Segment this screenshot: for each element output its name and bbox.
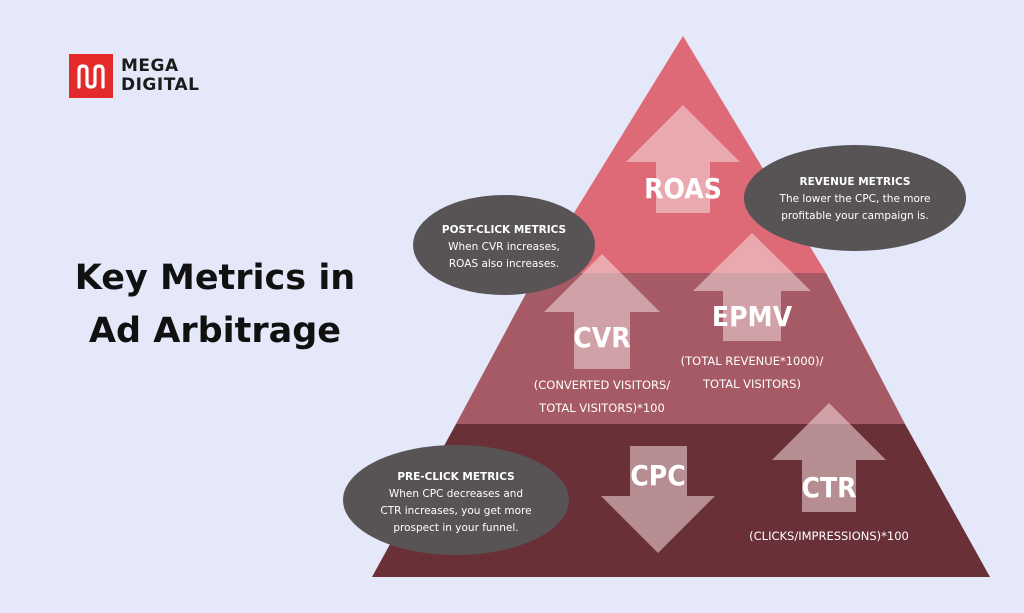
brand-name-line1: MEGA: [121, 56, 179, 76]
cvr-up-arrow: CVR: [544, 254, 660, 369]
cpc-label: CPC: [630, 459, 685, 492]
revenue-bubble-line1: The lower the CPC, the more: [779, 193, 931, 205]
roas-up-arrow: ROAS: [626, 105, 740, 213]
ctr-label: CTR: [801, 471, 856, 504]
pre-click-bubble-title: PRE-CLICK METRICS: [397, 471, 514, 483]
roas-label: ROAS: [644, 172, 722, 205]
pre-click-metrics-bubble: PRE-CLICK METRICS When CPC decreases and…: [343, 445, 569, 555]
ctr-up-arrow: CTR: [772, 403, 886, 512]
pyramid-middle-tier: [456, 273, 905, 424]
epmv-label: EPMV: [712, 300, 793, 333]
epmv-formula-line2: TOTAL VISITORS): [702, 377, 801, 391]
brand-name-line2: DIGITAL: [121, 75, 200, 95]
pre-click-bubble-line1: When CPC decreases and: [389, 488, 523, 500]
post-click-bubble-title: POST-CLICK METRICS: [442, 224, 566, 236]
title-line1: Key Metrics in: [74, 258, 356, 298]
revenue-bubble-title: REVENUE METRICS: [800, 176, 911, 188]
page-title: Key Metrics in Ad Arbitrage: [40, 252, 390, 358]
post-click-bubble-line2: ROAS also increases.: [449, 258, 559, 270]
ctr-formula: (CLICKS/IMPRESSIONS)*100: [749, 529, 909, 543]
title-line2: Ad Arbitrage: [88, 311, 342, 351]
brand-logo: MEGA DIGITAL: [69, 54, 199, 98]
pre-click-bubble-line2: CTR increases, you get more: [380, 505, 531, 517]
pre-click-bubble-line3: prospect in your funnel.: [393, 522, 518, 534]
post-click-metrics-bubble: POST-CLICK METRICS When CVR increases, R…: [413, 195, 595, 295]
cpc-down-arrow: CPC: [601, 446, 715, 553]
epmv-up-arrow: EPMV: [693, 233, 811, 341]
cvr-label: CVR: [573, 321, 630, 354]
post-click-bubble-line1: When CVR increases,: [448, 241, 560, 253]
cvr-formula-line2: TOTAL VISITORS)*100: [538, 401, 665, 415]
revenue-metrics-bubble: REVENUE METRICS The lower the CPC, the m…: [744, 145, 966, 251]
epmv-formula-line1: (TOTAL REVENUE*1000)/: [681, 354, 824, 368]
brand-mark-icon: [69, 54, 113, 98]
revenue-bubble-line2: profitable your campaign is.: [781, 210, 929, 222]
cvr-formula-line1: (CONVERTED VISITORS/: [534, 378, 671, 392]
